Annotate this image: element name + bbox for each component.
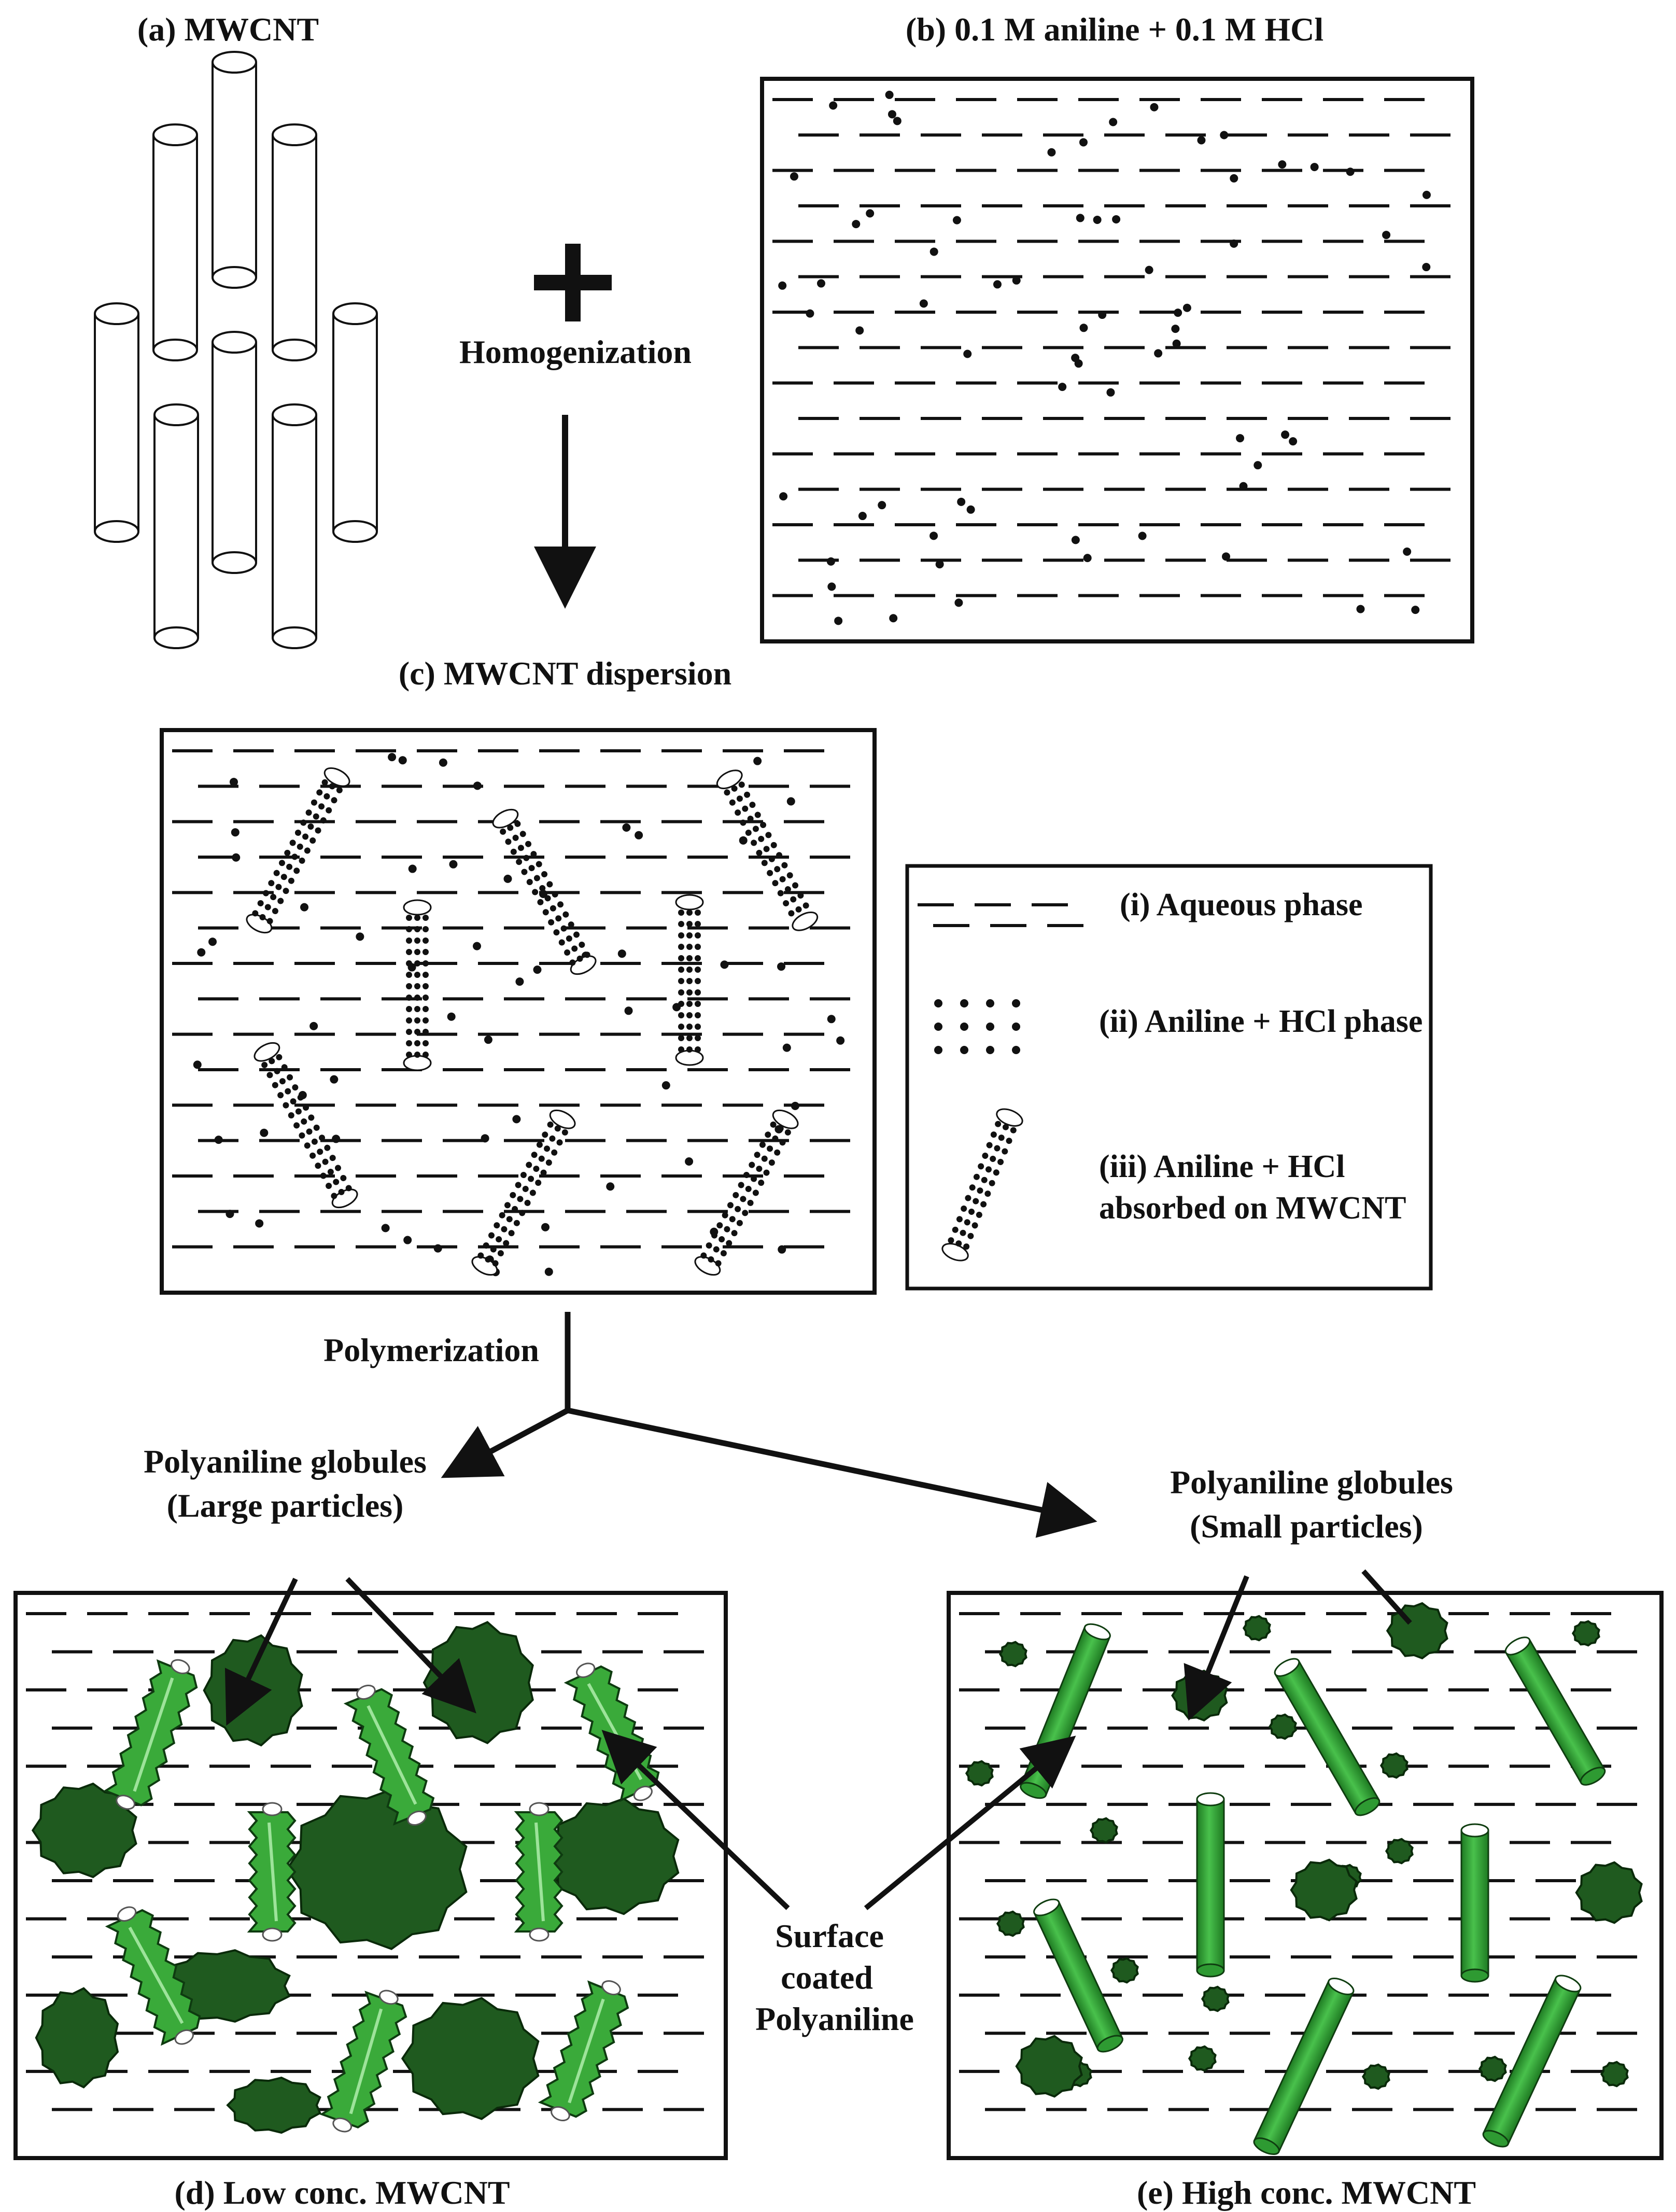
polyaniline-globule	[1242, 1615, 1271, 1642]
mwcnt-tube	[332, 302, 378, 543]
absorbed-mwcnt	[471, 1109, 576, 1276]
legend-item-absorbed-line2: absorbed on MWCNT	[1099, 1191, 1406, 1226]
legend-item-absorbed-line1: (iii) Aniline + HCl	[1099, 1149, 1345, 1184]
annotation-arrows	[224, 1569, 1412, 1910]
polyaniline-globule	[1575, 1861, 1643, 1924]
polyaniline-coated-tube	[247, 1802, 297, 1942]
mwcnt-tube	[94, 302, 139, 543]
absorbed-mwcnt	[716, 769, 819, 931]
legend-box	[905, 864, 1433, 1291]
panel-d-low-conc	[26, 1612, 704, 2134]
mwcnt-tube	[152, 123, 198, 361]
aqueous-phase	[772, 98, 1450, 597]
polyaniline-coated-tube	[514, 1802, 564, 1942]
polyaniline-globule	[35, 1987, 119, 2089]
aniline-droplets	[193, 753, 845, 1277]
absorbed-mwcnt	[246, 767, 350, 934]
mwcnt-tube	[212, 331, 257, 574]
mwcnt-tube	[212, 51, 257, 289]
panel-d-label: (d) Low conc. MWCNT	[174, 2174, 510, 2211]
absorbed-mwcnt	[403, 899, 432, 1071]
polyaniline-globule	[1015, 2035, 1083, 2098]
legend-absorbed-tube-symbol	[941, 1108, 1023, 1262]
polyaniline-coated-tube	[105, 1906, 201, 2046]
homogenization-label: Homogenization	[459, 333, 692, 370]
mwcnt-tube	[153, 403, 199, 649]
polyaniline-globule	[1089, 1817, 1118, 1844]
polyaniline-globule	[226, 2076, 321, 2134]
panel-e-high-conc	[959, 1602, 1643, 2155]
plus-icon	[534, 244, 612, 321]
polyaniline-globule	[1201, 1985, 1230, 2012]
polyaniline-globule	[286, 1788, 468, 1950]
polyaniline-coated-tube	[1460, 1823, 1489, 1983]
polyaniline-coated-tube	[1033, 1898, 1123, 2053]
polyaniline-globule	[1379, 1752, 1409, 1779]
polyaniline-coated-tube	[343, 1685, 435, 1826]
polyaniline-globule	[1268, 1713, 1297, 1740]
large-particles-line2: (Large particles)	[167, 1487, 404, 1524]
aniline-droplets	[778, 90, 1431, 625]
panel-a-label: (a) MWCNT	[137, 11, 319, 48]
polyaniline-globule	[965, 1760, 994, 1787]
polyaniline-globule	[996, 1910, 1025, 1937]
legend-aqueous-symbol	[918, 903, 1083, 927]
legend-item-aniline: (ii) Aniline + HCl phase	[1099, 1004, 1423, 1039]
panel-b-solution	[772, 90, 1450, 625]
polyaniline-globule	[1600, 2061, 1629, 2088]
surface-coated-line1: Surface	[775, 1917, 884, 1954]
polyaniline-coated-tube	[1196, 1792, 1225, 1978]
surface-coated-line2: coated	[781, 1959, 873, 1996]
panel-c-label: (c) MWCNT dispersion	[399, 655, 731, 692]
polyaniline-coated-tube	[1482, 1975, 1582, 2148]
polyaniline-globule	[1110, 1957, 1139, 1984]
polyaniline-coated-tube	[538, 1980, 629, 2121]
polyaniline-globule	[203, 1634, 303, 1747]
polyaniline-coated-tube	[1504, 1636, 1606, 1786]
large-particles-line1: Polyaniline globules	[144, 1443, 427, 1480]
polyaniline-globule	[1571, 1620, 1600, 1647]
mwcnt-tube	[272, 123, 317, 361]
panel-e-label: (e) High conc. MWCNT	[1137, 2174, 1476, 2211]
absorbed-mwcnt	[492, 808, 597, 975]
polyaniline-coated-tube	[1274, 1658, 1381, 1816]
polyaniline-globule	[546, 1797, 680, 1915]
small-particles-line1: Polyaniline globules	[1170, 1464, 1453, 1501]
mwcnt-tube	[272, 403, 317, 649]
surface-coated-line3: Polyaniline	[755, 2000, 914, 2037]
polyaniline-globule	[1361, 2063, 1390, 2090]
polyaniline-globule	[1290, 1858, 1358, 1922]
aqueous-phase	[172, 749, 850, 1249]
legend-aniline-symbol	[934, 999, 1020, 1054]
polyaniline-coated-tube	[1253, 1977, 1355, 2155]
polymerization-arrows	[441, 1312, 1097, 1538]
legend: (i) Aqueous phase (ii) Aniline + HCl pha…	[905, 864, 1433, 1291]
polyaniline-globule	[1478, 2055, 1507, 2082]
polyaniline-coated-tube	[564, 1662, 660, 1802]
panel-b-label: (b) 0.1 M aniline + 0.1 M HCl	[906, 11, 1323, 48]
absorbed-mwcnt	[675, 894, 704, 1066]
absorbed-mwcnt	[253, 1042, 358, 1209]
polymerization-label: Polymerization	[323, 1332, 539, 1368]
panel-a-mwcnt	[94, 51, 378, 649]
legend-item-aqueous: (i) Aqueous phase	[1120, 887, 1363, 922]
polyaniline-globule	[1188, 2045, 1217, 2072]
panel-b-box	[760, 77, 1474, 643]
polyaniline-globule	[1385, 1838, 1414, 1865]
polyaniline-globule	[998, 1641, 1027, 1668]
panel-c-dispersion	[172, 749, 850, 1277]
polyaniline-globule	[401, 1997, 540, 2120]
polyaniline-globule	[422, 1621, 534, 1744]
absorbed-mwcnt	[694, 1109, 799, 1276]
panel-e-box	[947, 1591, 1664, 2160]
polyaniline-coated-tube	[103, 1659, 198, 1810]
polyaniline-coated-tube	[319, 1990, 407, 2133]
absorbed-mwcnt	[941, 1108, 1023, 1262]
panel-c-box	[160, 728, 877, 1295]
small-particles-line2: (Small particles)	[1190, 1508, 1423, 1545]
panel-d-box	[13, 1591, 728, 2160]
